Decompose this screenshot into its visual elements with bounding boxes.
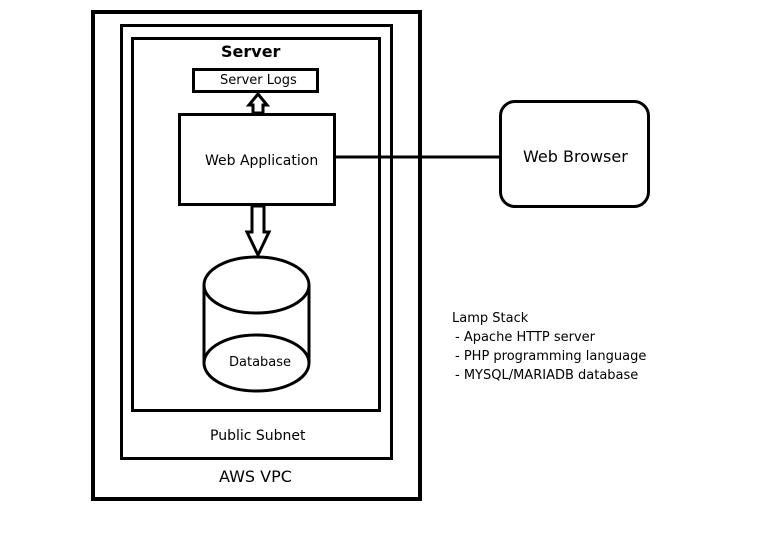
- subnet-label: Public Subnet: [210, 428, 306, 444]
- lamp-stack-item: - MYSQL/MARIADB database: [455, 368, 639, 383]
- lamp-stack-item: - PHP programming language: [455, 349, 647, 364]
- lamp-stack-title: Lamp Stack: [452, 311, 529, 326]
- web-browser-label: Web Browser: [523, 147, 628, 166]
- server-title: Server: [221, 42, 281, 61]
- server-logs-box: [192, 68, 319, 93]
- web-application-label: Web Application: [205, 153, 319, 169]
- web-browser-box: [499, 100, 650, 208]
- lamp-stack-item: - Apache HTTP server: [455, 330, 596, 345]
- database-label: Database: [229, 355, 292, 370]
- web-application-box: [178, 113, 336, 206]
- vpc-label: AWS VPC: [219, 467, 292, 486]
- server-logs-label: Server Logs: [220, 73, 297, 88]
